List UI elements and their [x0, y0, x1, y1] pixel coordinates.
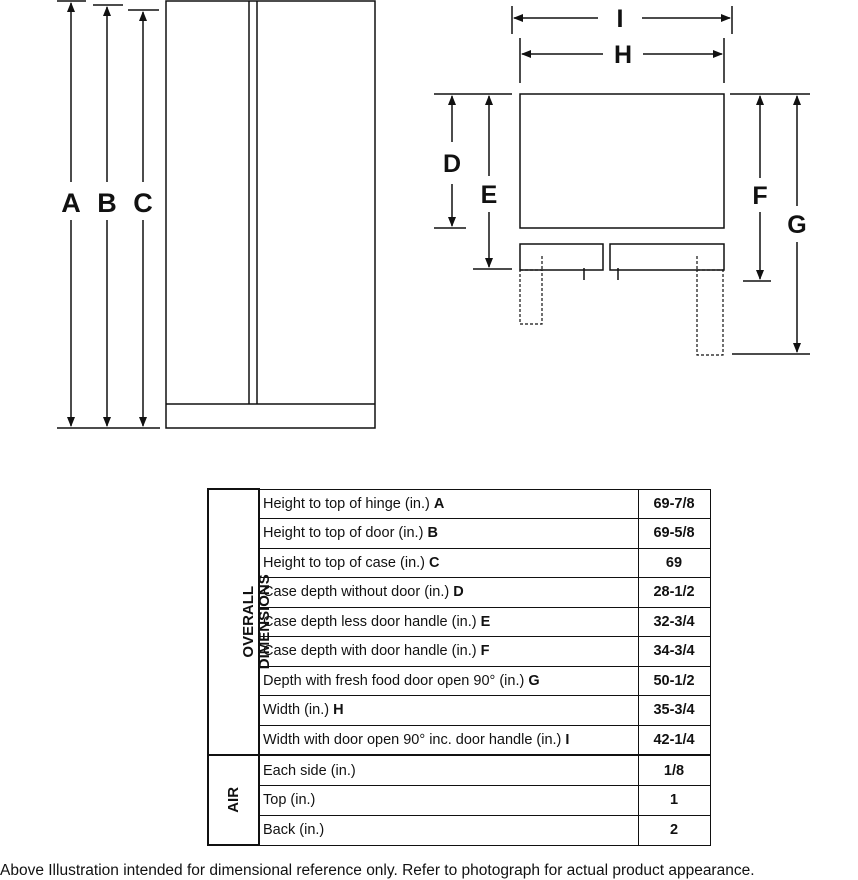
dimension-label-f: F [752, 182, 767, 210]
row-value: 1/8 [637, 754, 711, 787]
dimension-label-c: C [133, 188, 153, 218]
table-row: Top (in.) 1 [208, 785, 711, 816]
row-label: Case depth less door handle (in.) E [258, 606, 639, 637]
refrigerator-front-case [165, 0, 376, 429]
disclaimer-note: Above Illustration intended for dimensio… [0, 862, 755, 879]
dimension-label-a: A [61, 188, 81, 218]
group-label-air: AIR [207, 754, 260, 846]
row-label: Width with door open 90° inc. door handl… [258, 724, 639, 756]
table-row: Height to top of case (in.) C 69 [208, 547, 711, 578]
row-label: Top (in.) [258, 785, 639, 816]
dimension-label-i: I [617, 5, 624, 33]
row-value: 42-1/4 [637, 724, 711, 756]
row-value: 50-1/2 [637, 665, 711, 696]
row-value: 34-3/4 [637, 636, 711, 667]
table-row: Width with door open 90° inc. door handl… [208, 724, 711, 756]
table-row: Back (in.) 2 [208, 814, 711, 846]
row-value: 69-7/8 [637, 488, 711, 519]
dimension-label-h: H [614, 41, 632, 69]
row-label: Each side (in.) [258, 754, 639, 787]
fresh-food-door-top [609, 243, 725, 271]
freezer-door-top [519, 243, 604, 271]
row-label: Case depth with door handle (in.) F [258, 636, 639, 667]
front-view-diagram: A B C [57, 0, 376, 429]
row-label: Depth with fresh food door open 90° (in.… [258, 665, 639, 696]
dimension-label-e: E [481, 181, 498, 209]
top-view-diagram: I H D E F G [434, 5, 810, 356]
row-value: 69-5/8 [637, 518, 711, 549]
row-value: 2 [637, 814, 711, 846]
row-label: Width (in.) H [258, 695, 639, 726]
row-value: 1 [637, 785, 711, 816]
table-row: AIR Each side (in.) 1/8 [207, 754, 711, 846]
dimension-label-d: D [443, 150, 461, 178]
row-value: 69 [637, 547, 711, 578]
fresh-food-door-open-outline [696, 269, 724, 356]
row-label: Back (in.) [258, 814, 639, 846]
dimension-label-g: G [787, 211, 806, 239]
row-label: Height to top of door (in.) B [258, 518, 639, 549]
table-row: Width (in.) H 35-3/4 [208, 695, 711, 726]
table-row: Case depth with door handle (in.) F 34-3… [208, 636, 711, 667]
row-label: Height to top of case (in.) C [258, 547, 639, 578]
table-row: Case depth without door (in.) D 28-1/2 [208, 577, 711, 608]
row-value: 28-1/2 [637, 577, 711, 608]
row-value: 32-3/4 [637, 606, 711, 637]
table-row: Height to top of door (in.) B 69-5/8 [208, 518, 711, 549]
table-row: Case depth less door handle (in.) E 32-3… [208, 606, 711, 637]
row-label: Height to top of hinge (in.) A [258, 488, 639, 519]
dimension-label-b: B [97, 188, 117, 218]
row-value: 35-3/4 [637, 695, 711, 726]
table-row: Depth with fresh food door open 90° (in.… [208, 665, 711, 696]
freezer-door-open-outline [519, 269, 543, 325]
row-label: Case depth without door (in.) D [258, 577, 639, 608]
refrigerator-top-case [519, 93, 725, 229]
